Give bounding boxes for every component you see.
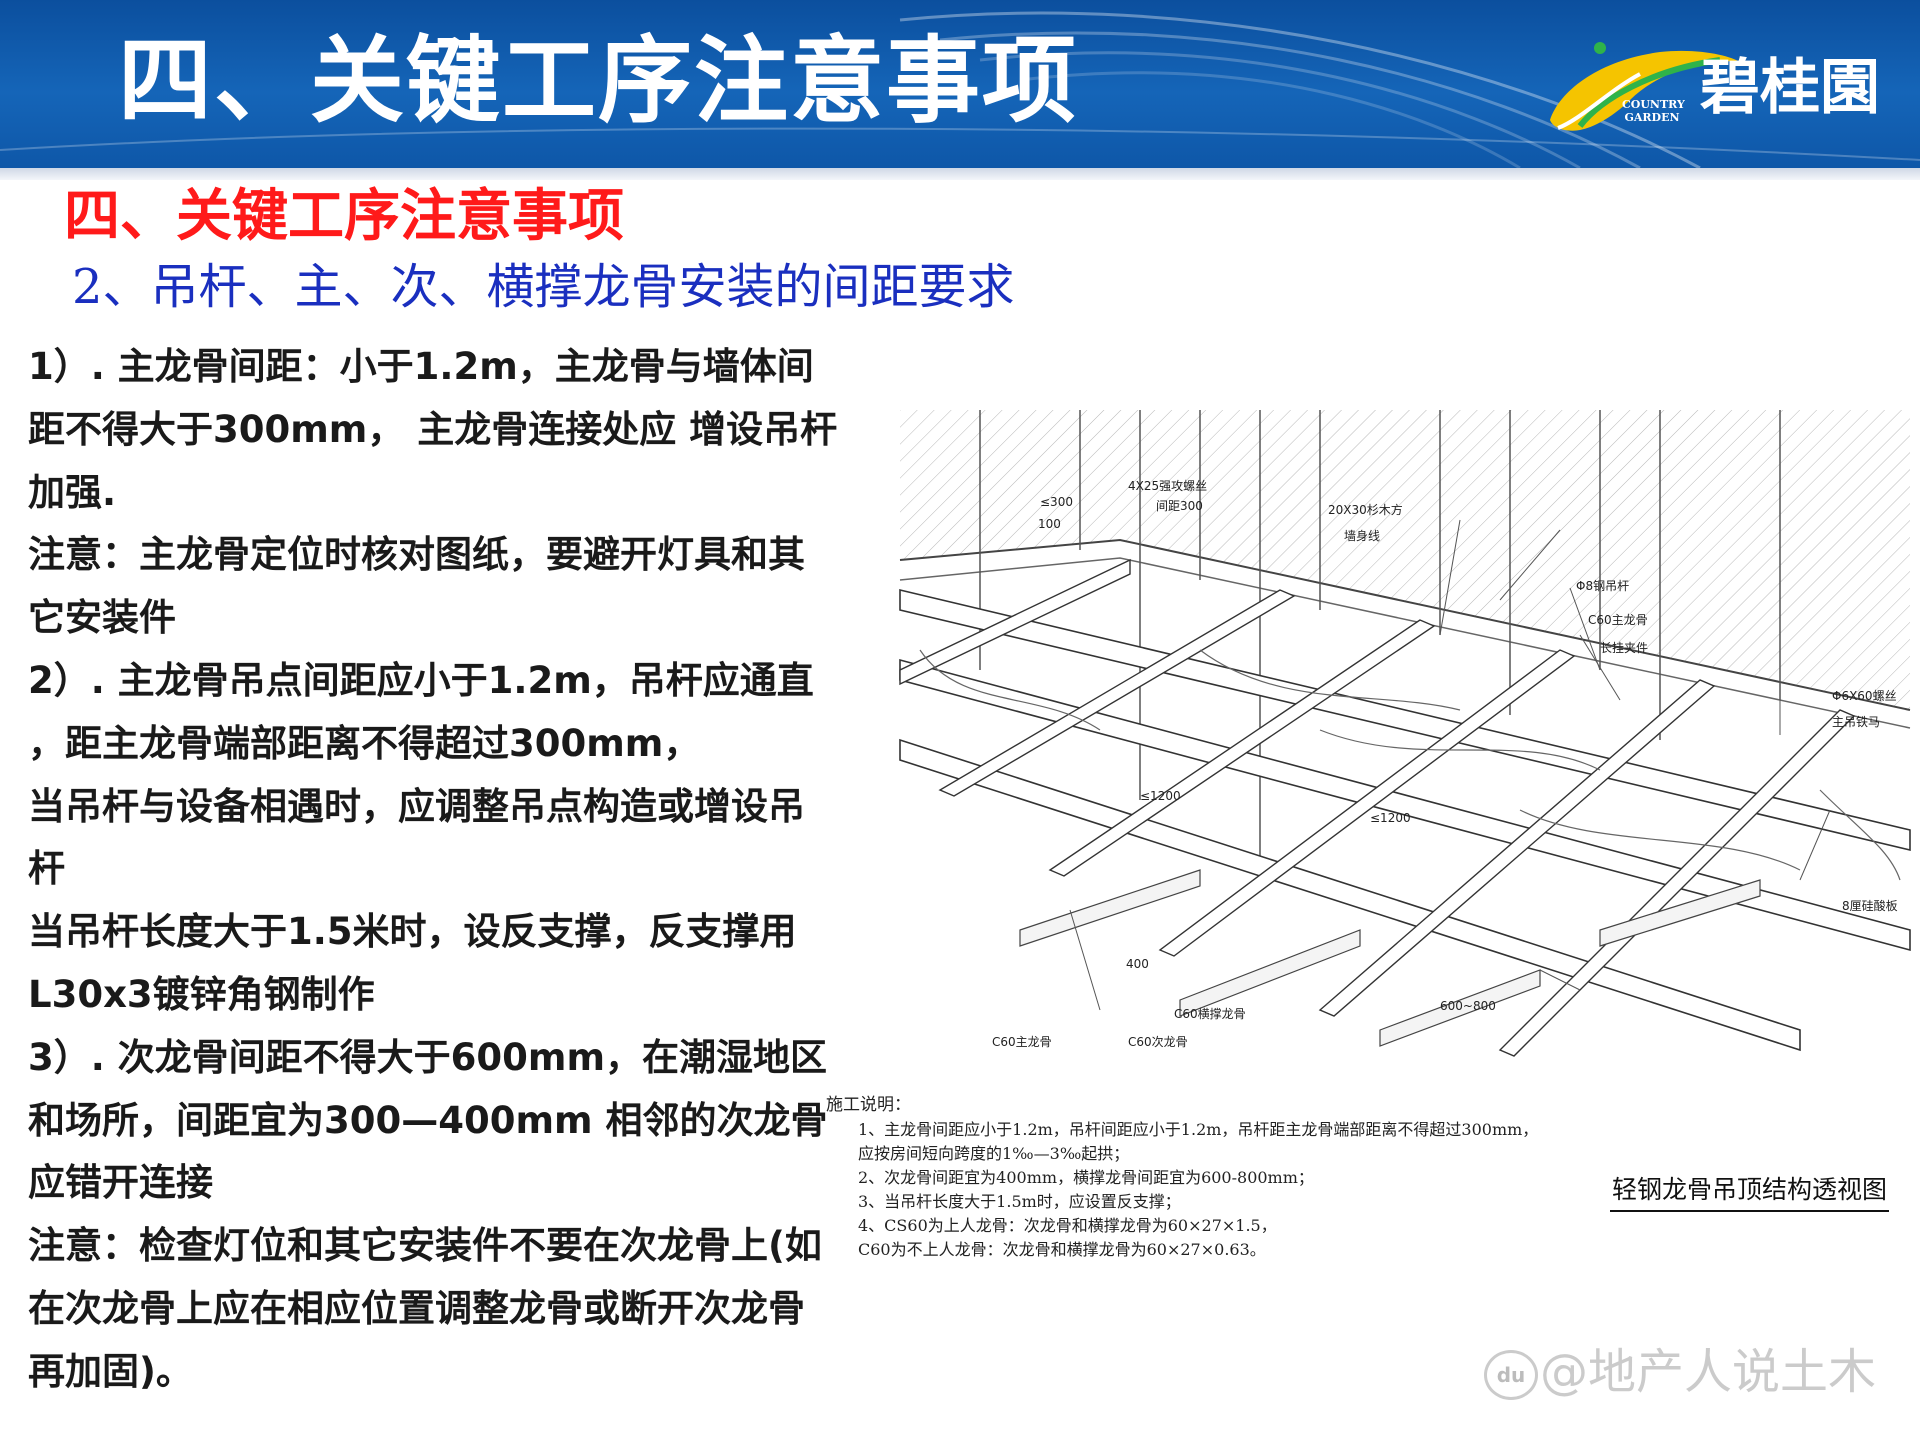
note-line: C60为不上人龙骨：次龙骨和横撑龙骨为60×27×0.63。 [858,1240,1266,1259]
body-line: ，距主龙骨端部距离不得超过300mm， [28,721,701,765]
drawing-label: C60主龙骨 [1588,613,1648,627]
drawing-label: 墙身线 [1344,528,1380,543]
drawing-label: 8厘硅酸板 [1842,898,1898,913]
body-line: 和场所，间距宜为300—400mm 相邻的次龙骨 [28,1098,828,1142]
header-title: 四、关键工序注意事项 [118,27,1079,136]
ceiling-keel-perspective-drawing: ≤300 100 4X25强攻螺丝 间距300 20X30杉木方 墙身线 Φ8钢… [899,410,1911,1057]
body-line: 注意：检查灯位和其它安装件不要在次龙骨上(如 [28,1224,822,1268]
drawing-label: C60次龙骨 [1128,1035,1188,1049]
drawing-label: 间距300 [1156,499,1203,513]
logo-subtitle: COUNTRY GARDEN [1622,98,1685,124]
body-line: 3）. 次龙骨间距不得大于600mm，在潮湿地区 [28,1035,828,1079]
logo-sub-country: COUNTRY [1622,98,1685,111]
logo-text: 碧桂園 [1700,53,1880,123]
drawing-label: 主吊铁马 [1832,715,1880,729]
body-line: 再加固)。 [28,1349,193,1393]
section-title: 四、关键工序注意事项 [64,184,624,249]
body-line: 1）. 主龙骨间距：小于1.2m，主龙骨与墙体间 [28,345,814,388]
note-line: 3、当吊杆长度大于1.5m时，应设置反支撑； [858,1192,1181,1211]
country-garden-logo-icon [1550,42,1740,131]
sub-title: 2、吊杆、主、次、横撑龙骨安装的间距要求 [72,259,1015,315]
body-line: 杆 [28,847,65,891]
drawing-label: 20X30杉木方 [1328,502,1403,517]
body-line: L30x3镀锌角钢制作 [28,972,375,1016]
body-text: 1）. 主龙骨间距：小于1.2m，主龙骨与墙体间 距不得大于300mm， 主龙骨… [28,336,838,1404]
drawing-label: 100 [1038,517,1061,531]
drawing-label: ≤1200 [1140,789,1181,803]
body-line: 在次龙骨上应在相应位置调整龙骨或断开次龙骨 [28,1286,805,1330]
body-line: 当吊杆与设备相遇时，应调整吊点构造或增设吊 [28,784,805,828]
header-divider [0,168,1920,180]
note-line: 1、主龙骨间距应小于1.2m，吊杆间距应小于1.2m，吊杆距主龙骨端部距离不得超… [858,1120,1539,1139]
note-line: 应按房间短向跨度的1‰—3‰起拱； [858,1144,1130,1163]
drawing-label: Φ8钢吊杆 [1576,579,1629,593]
drawing-label: 400 [1126,957,1149,971]
watermark-text: @地产人说土木 [1540,1344,1877,1400]
logo-sub-garden: GARDEN [1624,111,1680,124]
body-line: 当吊杆长度大于1.5米时，设反支撑，反支撑用 [28,910,797,954]
watermark-icon: du [1484,1350,1538,1400]
drawing-label: Φ6X60螺丝 [1832,689,1897,703]
body-line: 加强. [28,470,117,514]
body-line: 它安装件 [28,596,176,640]
body-line: 距不得大于300mm， 主龙骨连接处应 增设吊杆 [28,407,838,451]
drawing-label: ≤1200 [1370,811,1411,825]
drawing-label: 长挂夹件 [1600,641,1648,655]
header-wave-decoration [0,11,1920,170]
drawing-label: C60主龙骨 [992,1035,1052,1049]
notes-heading: 施工说明： [826,1095,911,1115]
drawing-label: C60横撑龙骨 [1174,1006,1246,1021]
note-line: 4、CS60为上人龙骨：次龙骨和横撑龙骨为60×27×1.5， [858,1216,1277,1235]
drawing-caption: 轻钢龙骨吊顶结构透视图 [1610,1172,1890,1212]
construction-notes: 施工说明： 1、主龙骨间距应小于1.2m，吊杆间距应小于1.2m，吊杆距主龙骨端… [826,1092,1546,1262]
body-line: 注意：主龙骨定位时核对图纸，要避开灯具和其 [28,533,805,577]
drawing-label: 4X25强攻螺丝 [1128,479,1207,493]
note-line: 2、次龙骨间距宜为400mm，横撑龙骨间距宜为600-800mm； [858,1168,1314,1187]
body-line: 应错开连接 [28,1161,213,1205]
drawing-label: ≤300 [1040,495,1073,509]
body-line: 2）. 主龙骨吊点间距应小于1.2m，吊杆应通直 [28,658,814,702]
drawing-label: 600~800 [1440,999,1496,1013]
